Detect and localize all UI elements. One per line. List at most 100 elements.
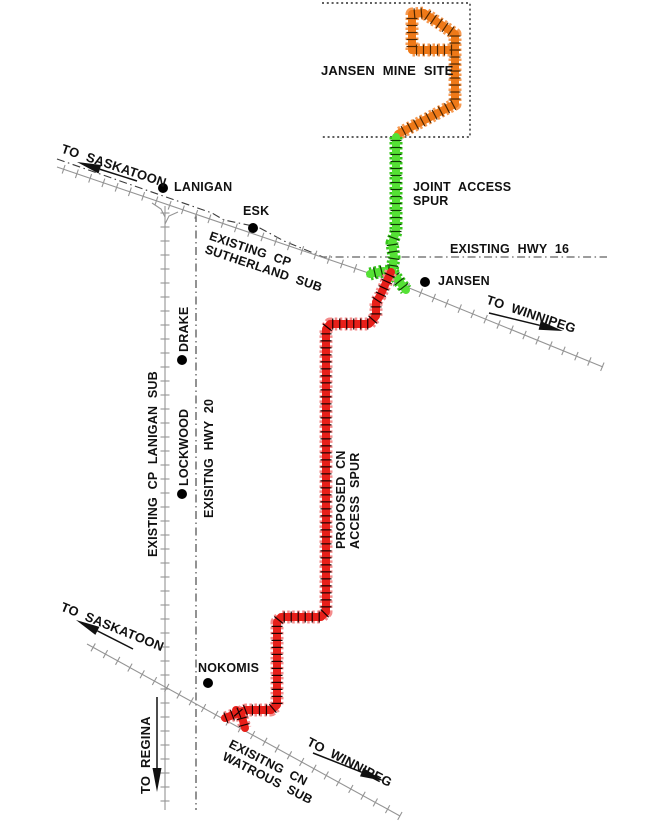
existing-cn-watrous-sub-line-tick [127,663,133,672]
existing-cp-sutherland-sub-line-tick [457,304,462,313]
existing-cn-watrous-sub-line-tick [213,710,219,720]
existing-cp-sutherland-sub-line-tick [207,214,212,224]
existing-cn-watrous-sub-line-tick [360,791,366,800]
existing-cp-sutherland-sub-line-tick [233,223,238,233]
jansen-mine-loop-track-tick [441,22,449,33]
existing-cp-sutherland-sub-line-tick [141,191,146,201]
existing-cp-sutherland-sub-line-tick [114,182,119,192]
proposed-cn-access-spur-track-tick [368,315,378,324]
existing-cn-watrous-sub-line-tick [323,771,329,780]
arrow-to-winnipeg-bottom-head [360,768,384,781]
proposed-cn-access-spur-track-tick [320,608,330,618]
existing-cn-watrous-sub-line-tick [335,778,342,787]
jansen-mine-loop-track-tick [425,112,432,124]
existing-cn-watrous-sub-line-tick [90,643,96,652]
label-existing-hwy-16: EXISTING HWY 16 [450,242,570,256]
arrow-to-saskatoon-top-shaft [99,168,138,182]
existing-cp-sutherland-sub-line-tick [535,335,540,345]
existing-cp-sutherland-sub-line-tick [313,250,318,260]
joint-access-spur-track-tick [387,250,399,254]
label-to-regina: TO REGINA [138,716,153,794]
joint-access-spur-track-core [388,133,400,275]
existing-cp-sutherland-sub-line-tick [496,320,501,329]
lanigan-junction-west-leg [151,202,166,218]
existing-cn-watrous-sub-line-tick [139,670,145,679]
jansen-mine-loop-track-tick [413,8,416,20]
existing-cp-sutherland-sub-line-tick [194,209,199,219]
joint-access-spur-track-tick [398,283,409,291]
existing-cp-sutherland-sub-line-tick [574,351,579,361]
existing-cp-sutherland-sub-line-tick [444,298,449,308]
label-jansen-mine-site: JANSEN MINE SITE [321,63,454,78]
proposed-cn-access-spur-track-tick [238,722,250,728]
label-joint-access-spur: JOINT ACCESS SPUR [413,180,512,209]
proposed-cn-access-spur-track-tick [375,291,387,298]
proposed-cn-access-spur-track-tick [381,278,392,285]
arrow-to-winnipeg-bottom-shaft [312,752,362,773]
jansen-mine-loop-track-tick [406,122,413,133]
joint-access-spur-track-tick [372,267,377,279]
existing-cp-sutherland-sub-line-tick [180,205,185,215]
lanigan-junction-east-leg [164,211,179,225]
joint-access-spur-track-tick [388,257,400,261]
existing-cp-sutherland-sub-line-tick [154,196,159,206]
proposed-cn-access-spur-track-core [221,268,395,722]
existing-cp-sutherland-sub-line-tick [260,232,265,242]
existing-cp-sutherland-sub-line-tick [418,288,424,298]
town-dot-nokomis [203,678,213,688]
existing-cp-sutherland-sub-line-tick [300,246,305,255]
jansen-mine-loop-track-tick [435,18,443,29]
jansen-mine-loop-track-tick [412,119,420,130]
jansen-mine-loop-track-tick [437,106,444,117]
existing-cn-watrous-sub-line-tick [348,784,354,794]
label-town-label-drake: DRAKE [177,306,191,352]
existing-cp-sutherland-sub-line-tick [101,178,106,188]
proposed-cn-access-spur-track-tick [236,716,248,721]
existing-cp-sutherland-sub-line-tick [470,309,475,319]
existing-cp-sutherland-sub-line-tick [509,325,514,335]
existing-cp-sutherland-sub-line-tick [483,314,488,324]
town-dot-jansen [420,277,430,287]
proposed-cn-access-spur-track-tick [372,296,383,304]
existing-cn-watrous-sub-line-tick [102,649,109,659]
joint-access-spur-track-tick [379,265,384,277]
existing-cn-watrous-sub-line-tick [176,690,182,699]
existing-cp-sutherland-sub-line-tick [61,164,66,174]
label-existing-cp-lanigan-sub: EXISTING CP LANIGAN SUB [146,371,160,557]
town-dot-esk [248,223,258,233]
existing-cp-sutherland-sub-line-tick [273,236,278,246]
existing-cp-sutherland-sub-line-tick [167,200,172,210]
label-town-label-lanigan: LANIGAN [174,180,233,194]
jansen-mine-loop-track-tick [429,14,438,25]
label-exisitng-hwy-20: EXISITNG HWY 20 [202,398,216,518]
arrow-to-winnipeg-top-shaft [488,312,540,327]
proposed-cn-access-spur-track-tick [229,709,235,721]
existing-cn-watrous-sub-line-tick [372,798,378,807]
town-dot-drake [177,355,187,365]
jansen-mine-loop-track-tick [419,116,426,127]
jansen-mine-loop-track-tick [420,7,423,19]
proposed-cn-access-spur-track-tick [268,703,277,714]
proposed-cn-access-spur-track-tick [378,285,389,291]
proposed-cn-access-spur-track-tick [322,323,333,332]
town-dot-lockwood [177,489,187,499]
jansen-mine-loop-track-tick [400,125,407,137]
existing-cn-watrous-sub-line-tick [249,730,256,740]
arrow-to-winnipeg-top-head [538,320,563,331]
existing-cn-watrous-sub-line-tick [188,697,194,706]
existing-cp-sutherland-sub-line-tick [286,241,291,251]
arrow-to-saskatoon-bottom-shaft [97,630,134,650]
existing-cp-sutherland-sub-line-tick [548,341,553,350]
joint-access-spur-track-tick [387,264,399,267]
jansen-mine-loop-track-tick [431,109,438,120]
existing-cn-watrous-sub-line-tick [274,744,280,753]
existing-cp-sutherland-sub-line-tick [353,264,358,273]
arrow-to-saskatoon-top-head [77,162,102,174]
existing-cn-watrous-sub-line-tick [384,804,391,814]
label-town-label-lockwood: LOCKWOOD [177,408,191,486]
joint-access-spur-track-tick [394,277,405,286]
joint-access-spur-track-tick [388,235,400,241]
town-dot-lanigan [158,183,168,193]
